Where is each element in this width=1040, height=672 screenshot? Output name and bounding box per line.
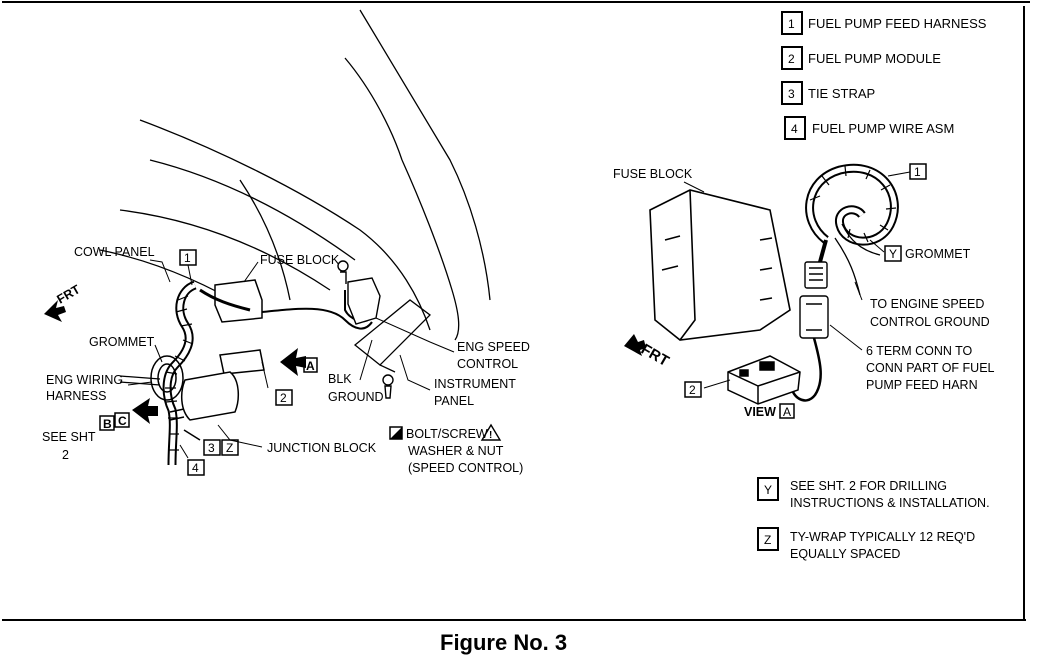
label-eng-speed: ENG SPEED (457, 340, 530, 354)
frt-arrow-left: FRT (44, 282, 83, 322)
labels-right: FUSE BLOCK GROMMET TO ENGINE SPEED CONTR… (613, 167, 995, 419)
view-letter-a: A (783, 405, 791, 419)
callout-2-right: 2 (689, 383, 696, 397)
callout-3: 3 (208, 441, 215, 455)
legend: 1 FUEL PUMP FEED HARNESS 2 FUEL PUMP MOD… (781, 11, 987, 140)
label-eng-wiring: ENG WIRING (46, 373, 123, 387)
body-outline (99, 9, 491, 341)
note-line: TY-WRAP TYPICALLY 12 REQ'D (790, 530, 975, 544)
junction-block (180, 371, 240, 421)
label-6-term: 6 TERM CONN TO (866, 344, 973, 358)
speed-control-component (337, 260, 381, 325)
callout-1-right: 1 (914, 165, 921, 179)
harness-to-module (790, 337, 822, 402)
note-z: Z TY-WRAP TYPICALLY 12 REQ'D EQUALLY SPA… (757, 527, 975, 561)
frt-label-right: FRT (638, 341, 672, 370)
note-y: Y SEE SHT. 2 FOR DRILLING INSTRUCTIONS &… (757, 477, 990, 510)
bolt-note: BOLT/SCREW ! WASHER & NUT (SPEED CONTROL… (389, 423, 523, 475)
label-control-ground: CONTROL GROUND (870, 315, 990, 329)
label-pump-feed: PUMP FEED HARN (866, 378, 978, 392)
callout-y: Y (889, 247, 897, 261)
label-speed-control: (SPEED CONTROL) (408, 461, 523, 475)
bc-arrow: B C (99, 398, 158, 431)
legend-num: 3 (788, 87, 795, 101)
tie-strap (169, 408, 201, 441)
fuse-block-left (214, 279, 265, 375)
label-control: CONTROL (457, 357, 518, 371)
view-a-arrow: A (280, 348, 318, 376)
note-line: SEE SHT. 2 FOR DRILLING (790, 479, 947, 493)
label-blk: BLK (328, 372, 352, 386)
label-grommet: GROMMET (89, 335, 155, 349)
label-eng-wiring-harness: HARNESS (46, 389, 106, 403)
legend-item-2: 2 FUEL PUMP MODULE (781, 46, 941, 70)
callout-z: Z (226, 441, 233, 455)
label-see-sht-num: 2 (62, 448, 69, 462)
frt-label: FRT (55, 282, 83, 306)
legend-text: FUEL PUMP FEED HARNESS (808, 16, 987, 31)
warning-icon (480, 423, 502, 441)
frt-arrow-right: FRT (624, 334, 672, 370)
note-line: INSTRUCTIONS & INSTALLATION. (790, 496, 990, 510)
callouts-left: 1 2 3 Z 4 (179, 249, 293, 476)
right-view: FRT 1 Y 2 A FUSE BLOCK GROMMET TO ENGINE (613, 163, 995, 419)
legend-num: 2 (788, 52, 795, 66)
diagram-border (2, 1, 1030, 621)
label-washer-nut: WASHER & NUT (408, 444, 504, 458)
notes: Y SEE SHT. 2 FOR DRILLING INSTRUCTIONS &… (757, 477, 990, 561)
letter-b: B (103, 417, 112, 431)
legend-item-1: 1 FUEL PUMP FEED HARNESS (781, 11, 987, 35)
callout-1: 1 (184, 251, 191, 265)
legend-item-3: 3 TIE STRAP (781, 81, 875, 105)
label-cowl-panel: COWL PANEL (74, 245, 155, 259)
fuse-block-right (649, 189, 791, 341)
letter-a: A (306, 359, 315, 373)
note-key: Z (764, 533, 771, 547)
ground-wire (834, 223, 881, 296)
note-line: EQUALLY SPACED (790, 547, 900, 561)
callout-4: 4 (192, 461, 199, 475)
main-harness (162, 280, 251, 466)
label-ground: GROUND (328, 390, 384, 404)
label-instrument: INSTRUMENT (434, 377, 516, 391)
label-grommet-right: GROMMET (905, 247, 971, 261)
connector (799, 261, 829, 339)
coiled-harness (805, 163, 899, 263)
label-panel: PANEL (434, 394, 474, 408)
figure-caption: Figure No. 3 (440, 630, 567, 655)
callouts-right: 1 Y 2 A (684, 163, 927, 419)
legend-text: TIE STRAP (808, 86, 875, 101)
labels-left: COWL PANEL FUSE BLOCK GROMMET ENG WIRING… (42, 245, 530, 462)
fuel-pump-module (727, 355, 801, 405)
note-key: Y (764, 483, 772, 497)
callout-2: 2 (280, 391, 287, 405)
instrument-panel-shape (353, 299, 431, 373)
legend-text: FUEL PUMP WIRE ASM (812, 121, 954, 136)
label-junction-block: JUNCTION BLOCK (267, 441, 377, 455)
legend-item-4: 4 FUEL PUMP WIRE ASM (784, 116, 954, 140)
label-conn-part: CONN PART OF FUEL (866, 361, 995, 375)
label-to-engine-speed: TO ENGINE SPEED (870, 297, 984, 311)
label-fuse-block-right: FUSE BLOCK (613, 167, 693, 181)
letter-c: C (118, 414, 127, 428)
label-view: VIEW (744, 405, 776, 419)
legend-num: 4 (791, 122, 798, 136)
left-view: FRT A B C (42, 9, 530, 476)
leader-lines-right (683, 171, 911, 389)
ground-bolt (382, 374, 394, 399)
legend-num: 1 (788, 17, 795, 31)
label-bolt-screw: BOLT/SCREW (406, 427, 488, 441)
label-see-sht: SEE SHT (42, 430, 96, 444)
svg-text:!: ! (489, 430, 492, 441)
legend-text: FUEL PUMP MODULE (808, 51, 941, 66)
label-fuse-block: FUSE BLOCK (260, 253, 340, 267)
